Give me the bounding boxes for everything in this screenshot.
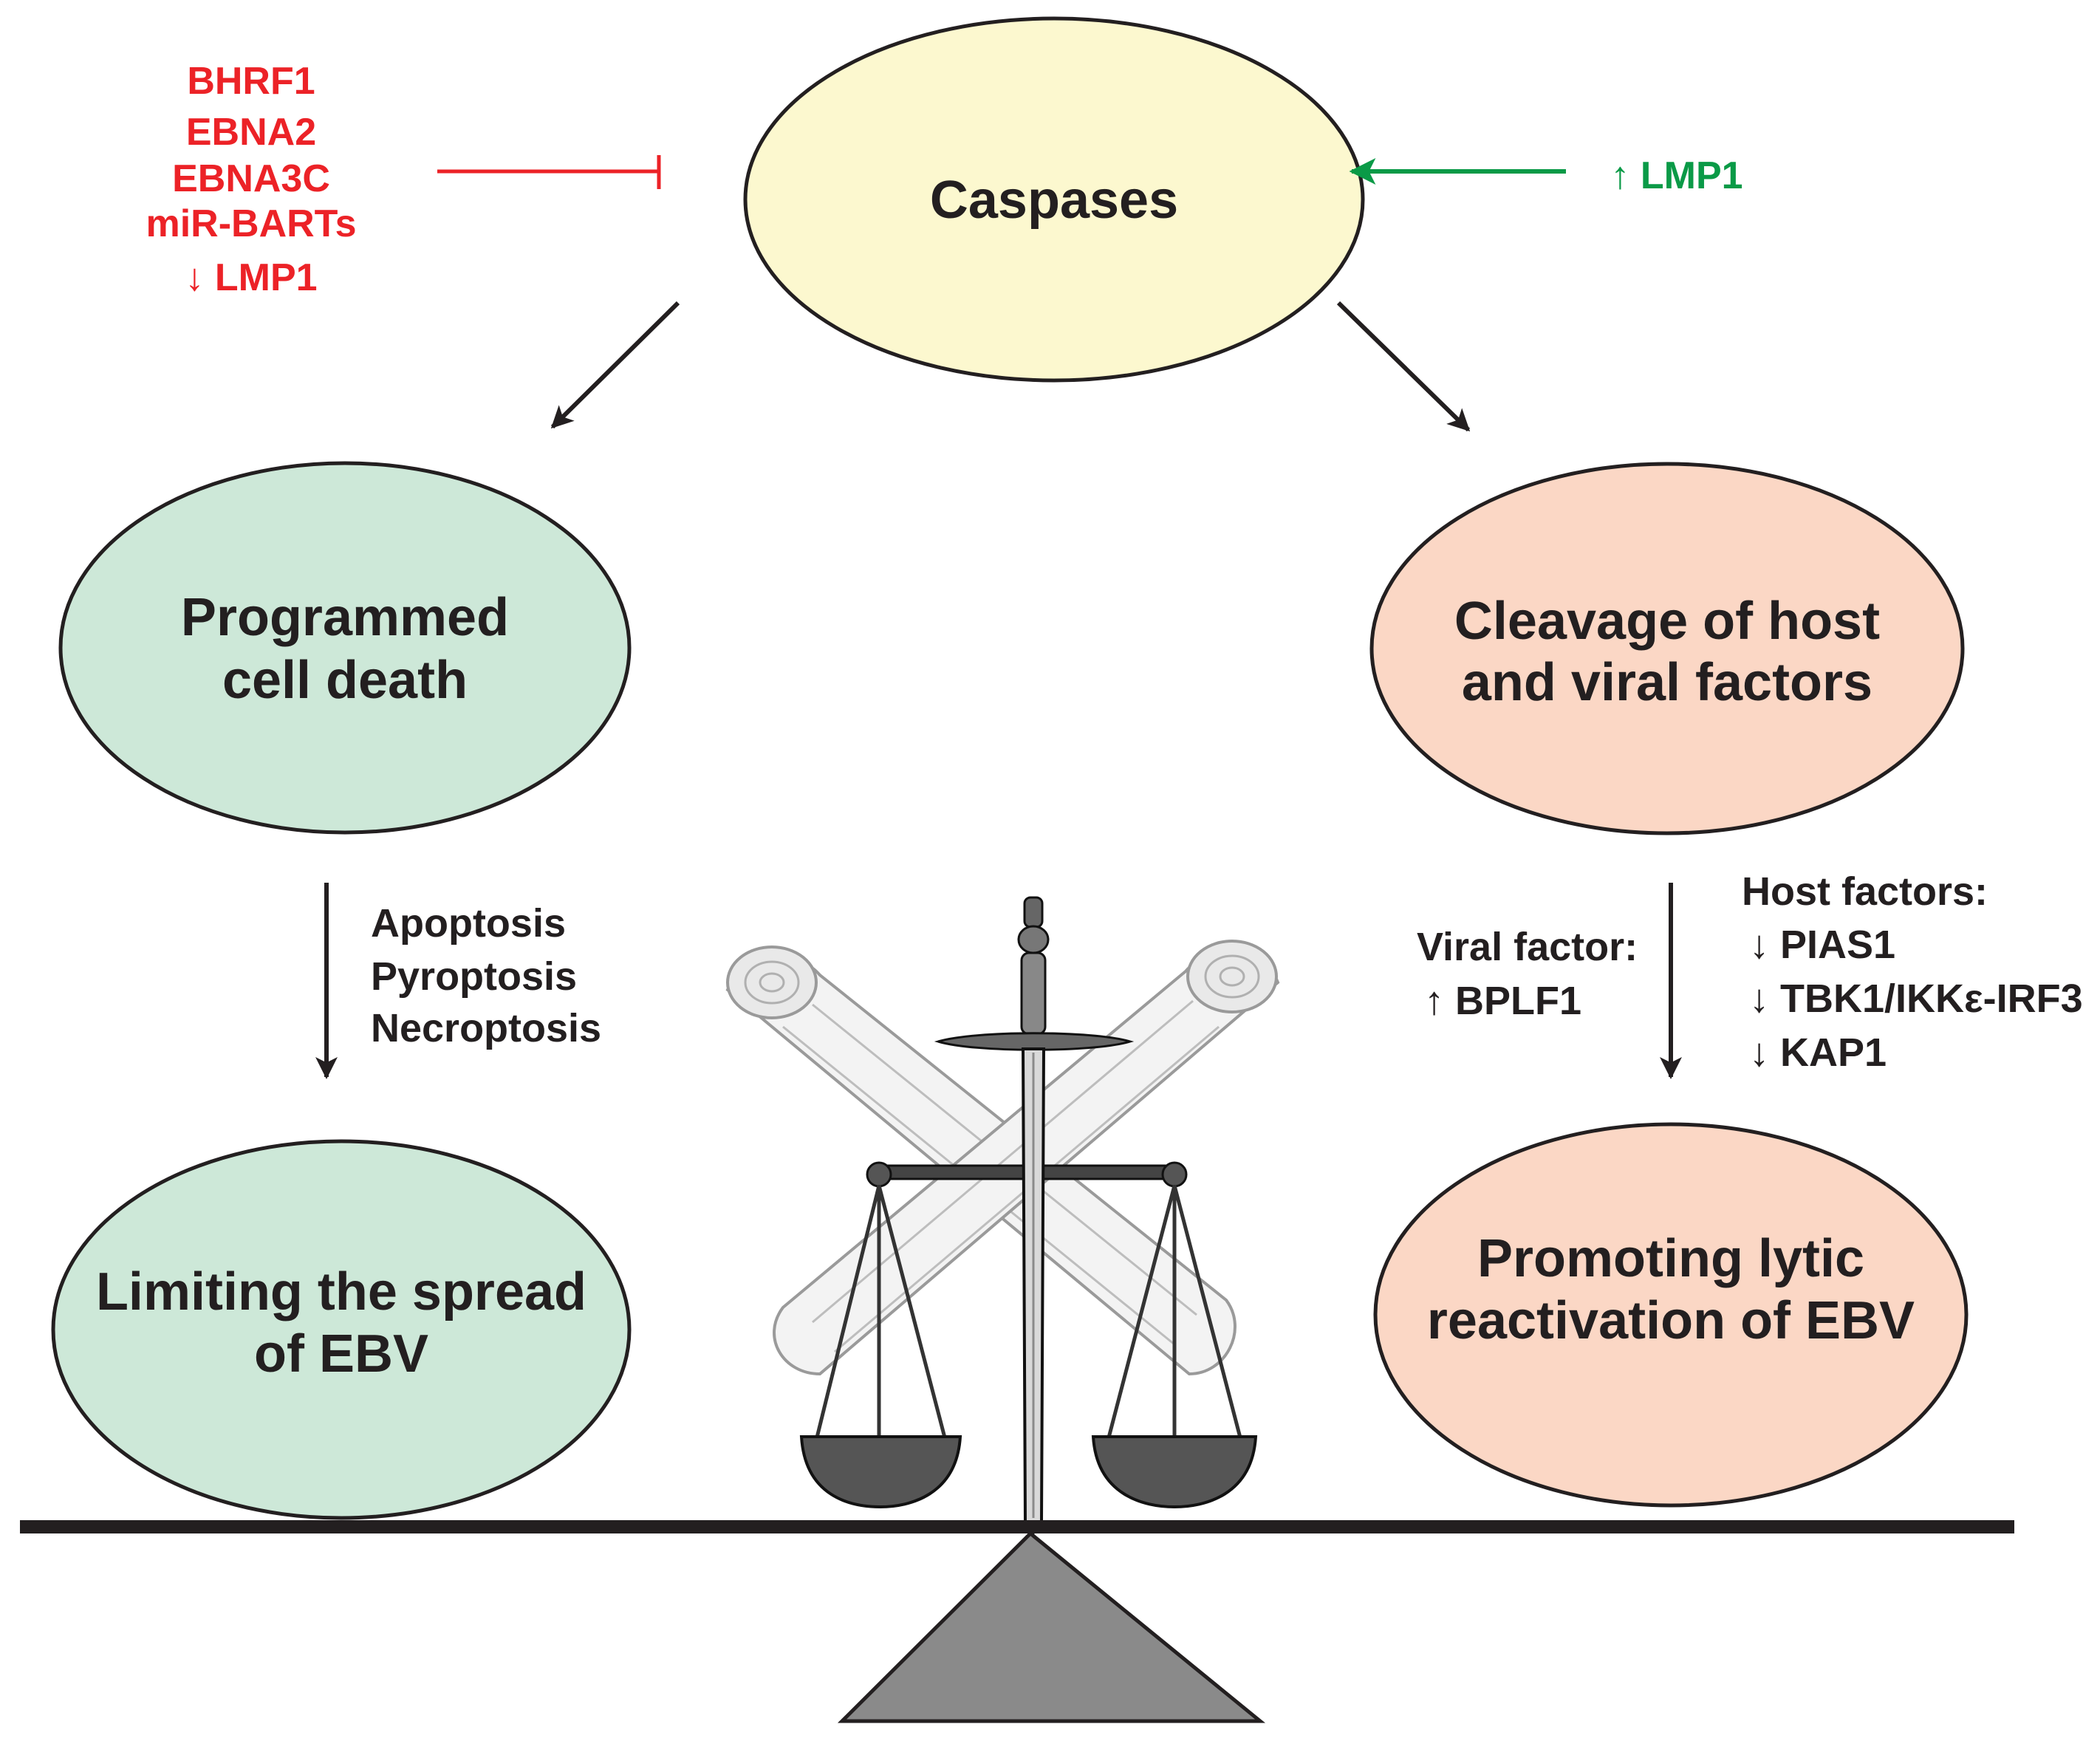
cell-death-type: Pyroptosis <box>371 954 577 999</box>
cleavage-node <box>1369 462 1965 835</box>
promoting-label-line1: Promoting lytic <box>1477 1229 1864 1288</box>
inhibitor-list: BHRF1 EBNA2 EBNA3C miR-BARTs ↓ LMP1 <box>146 60 356 299</box>
inhibitor-item: EBNA2 <box>186 111 316 154</box>
host-factor-item: ↓ KAP1 <box>1749 1030 1887 1075</box>
host-factor-item: ↓ TBK1/IKKε-IRF3 <box>1749 977 2083 1021</box>
inhibitor-item: ↓ LMP1 <box>185 256 317 299</box>
limiting-label-line1: Limiting the spread <box>96 1262 586 1321</box>
inhibitor-item: BHRF1 <box>187 60 315 103</box>
cleavage-label-line2: and viral factors <box>1462 653 1872 712</box>
cleavage-label-line1: Cleavage of host <box>1454 592 1880 651</box>
cell-death-label-line2: cell death <box>222 651 468 710</box>
promoting-lytic-node <box>1373 1122 1969 1508</box>
balance-fulcrum <box>837 1531 1266 1723</box>
scales-of-justice-illustration <box>725 896 1280 1536</box>
balance-beam <box>20 1520 2014 1533</box>
cell-death-type: Apoptosis <box>371 901 566 945</box>
cell-death-label-line1: Programmed <box>181 588 509 647</box>
arrow-to-cleavage <box>1336 301 1471 432</box>
cell-death-node <box>58 461 632 835</box>
cell-death-type: Necroptosis <box>371 1006 601 1050</box>
inhibition-arrow <box>437 155 661 189</box>
limiting-spread-node <box>51 1139 632 1520</box>
inhibitor-item: EBNA3C <box>172 157 330 200</box>
caspases-node <box>743 16 1365 383</box>
viral-factor-item: ↑ BPLF1 <box>1424 979 1581 1023</box>
host-factor-item: ↓ PIAS1 <box>1749 923 1895 967</box>
inhibitor-item: miR-BARTs <box>146 202 356 245</box>
promoting-label-line2: reactivation of EBV <box>1427 1291 1915 1350</box>
arrow-to-cell-death <box>550 301 680 429</box>
activator-label: ↑ LMP1 <box>1610 154 1742 197</box>
sword-icon <box>934 896 1135 1536</box>
caspases-label: Caspases <box>930 171 1178 230</box>
limiting-label-line2: of EBV <box>254 1324 428 1384</box>
host-factors-title: Host factors: <box>1742 869 1988 914</box>
viral-factor-title: Viral factor: <box>1417 925 1638 969</box>
